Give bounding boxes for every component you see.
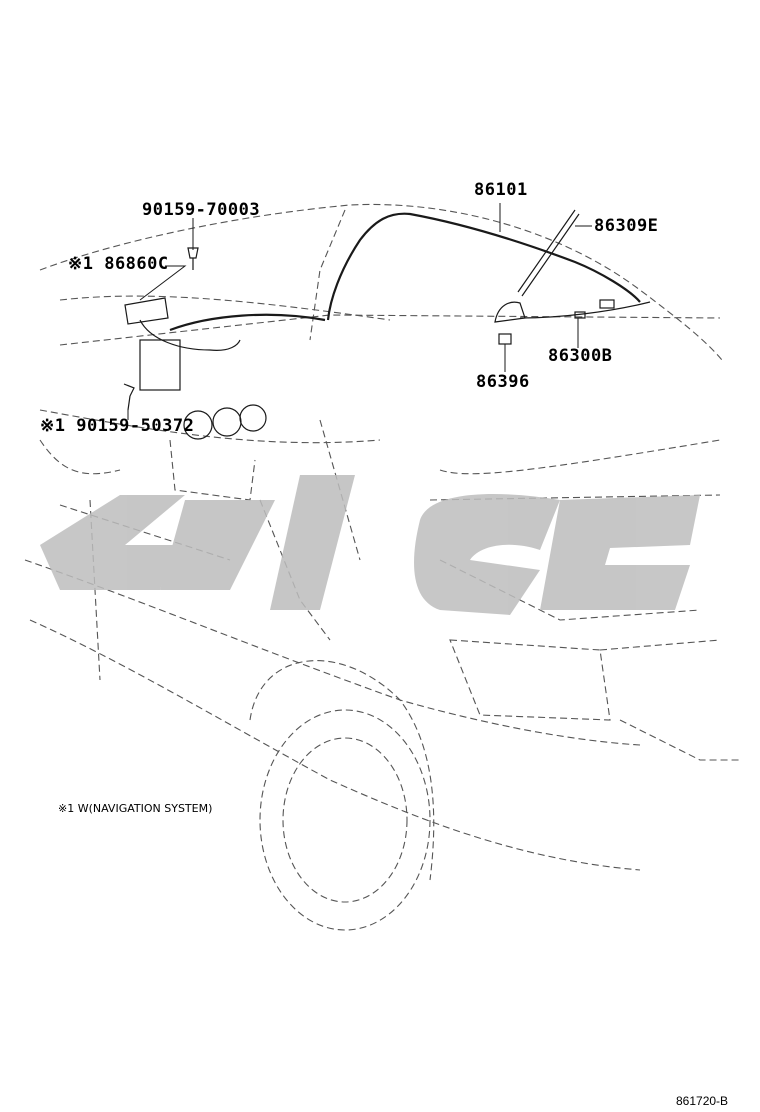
part-label-86396: 86396 — [476, 372, 530, 392]
roof-cable — [326, 212, 641, 321]
leader-86860c — [139, 265, 187, 301]
screw-top — [187, 247, 199, 270]
box-86860c — [124, 297, 169, 325]
steering-area — [39, 439, 121, 475]
vent-2 — [212, 407, 242, 437]
antenna-mast — [517, 209, 580, 297]
tail-lamp — [449, 639, 611, 721]
cabin-rear-line — [309, 209, 346, 341]
roof-outline — [39, 203, 723, 361]
box-cable — [139, 319, 241, 351]
figure-code: 861720-B — [676, 1094, 729, 1108]
part-label-86860c: ※1 86860C — [68, 254, 169, 274]
feeder-clip — [599, 299, 615, 309]
feeder-clip-2 — [574, 311, 586, 319]
part-label-90159-50372: ※1 90159-50372 — [40, 416, 195, 436]
rear-quarter — [439, 439, 721, 475]
screw-lower — [123, 383, 135, 411]
vent-1 — [183, 410, 213, 440]
radio-panel — [139, 339, 181, 391]
dash-top — [59, 295, 391, 321]
part-label-90159-70003: 90159-70003 — [142, 200, 261, 220]
rear-bumper — [599, 639, 740, 761]
watermark — [40, 475, 700, 615]
nut-86396 — [498, 333, 512, 345]
rear-wheel-outer — [259, 709, 431, 931]
center-console — [169, 439, 256, 501]
rear-wheel-inner — [282, 737, 408, 903]
lower-body-line — [29, 619, 641, 871]
footnote: ※1 W(NAVIGATION SYSTEM) — [58, 802, 213, 815]
wheel-arch — [249, 660, 435, 881]
part-label-86101: 86101 — [474, 180, 528, 200]
body-side-line — [24, 559, 641, 746]
vent-3 — [239, 404, 267, 432]
part-label-86300b: 86300B — [548, 346, 613, 366]
antenna-base — [494, 301, 526, 323]
dash-cable — [169, 313, 326, 332]
part-label-86309e: 86309E — [594, 216, 659, 236]
windshield-line — [59, 314, 721, 346]
